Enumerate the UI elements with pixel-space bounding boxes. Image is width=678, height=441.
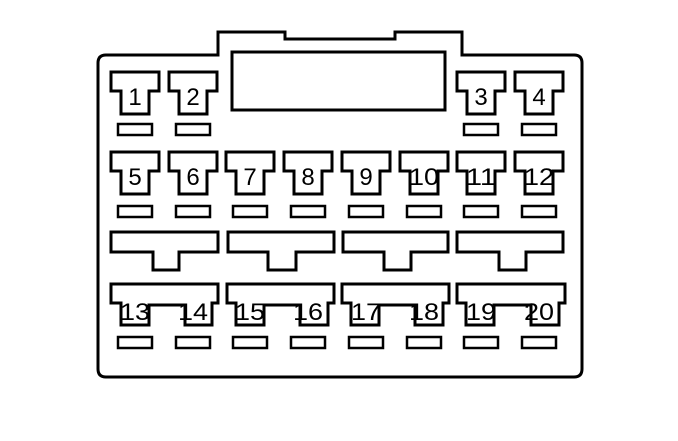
terminal-label-16: 16 [293,299,323,326]
terminal-cavity-11 [455,150,507,196]
terminal-label-4: 4 [532,84,545,111]
terminal-cavity-5 [109,150,161,196]
terminal-lock-bar [405,335,443,350]
terminal-label-1: 1 [128,84,141,111]
terminal-lock-bar [289,335,327,350]
terminal-cavity-8 [282,150,334,196]
terminal-lock-bar [231,335,269,350]
terminal-label-20: 20 [524,299,554,326]
terminal-cavity-7 [224,150,276,196]
terminal-label-5: 5 [128,164,141,191]
terminal-cavity-1 [109,70,161,116]
terminal-lock-bar [520,335,558,350]
terminal-label-14: 14 [178,299,208,326]
terminal-lock-bar [520,122,558,137]
terminal-lock-bar [231,204,269,219]
terminal-lock-bar [520,204,558,219]
terminal-cavity-12 [513,150,565,196]
t-key [109,230,220,272]
terminal-cavity-2 [167,70,219,116]
terminal-lock-bar [462,204,500,219]
cavity-block [455,282,567,327]
t-key [455,230,565,272]
terminal-cavity-3 [455,70,507,116]
terminal-label-7: 7 [243,164,256,191]
terminal-label-9: 9 [359,164,372,191]
terminal-label-13: 13 [120,299,150,326]
terminal-lock-bar [116,122,154,137]
terminal-lock-bar [174,122,212,137]
t-key [226,230,336,272]
terminal-lock-bar [174,204,212,219]
terminal-label-8: 8 [301,164,314,191]
terminal-label-15: 15 [235,299,265,326]
terminal-label-18: 18 [409,299,439,326]
center-key-window [230,50,447,112]
cavity-block [225,282,336,327]
terminal-lock-bar [347,335,385,350]
terminal-lock-bar [116,335,154,350]
terminal-lock-bar [347,204,385,219]
terminal-label-12: 12 [524,164,554,191]
terminal-label-3: 3 [474,84,487,111]
terminal-label-10: 10 [409,164,439,191]
terminal-cavity-6 [167,150,219,196]
terminal-label-6: 6 [186,164,199,191]
t-key [341,230,450,272]
cavity-block [109,282,220,327]
terminal-label-19: 19 [466,299,496,326]
terminal-lock-bar [174,335,212,350]
terminal-lock-bar [462,335,500,350]
terminal-lock-bar [462,122,500,137]
terminal-cavity-4 [513,70,565,116]
terminal-label-17: 17 [351,299,381,326]
terminal-cavity-9 [340,150,392,196]
terminal-cavity-10 [398,150,450,196]
terminal-lock-bar [289,204,327,219]
cavity-block [340,282,451,327]
terminal-lock-bar [405,204,443,219]
terminal-lock-bar [116,204,154,219]
terminal-label-2: 2 [186,84,199,111]
terminal-label-11: 11 [466,164,496,191]
